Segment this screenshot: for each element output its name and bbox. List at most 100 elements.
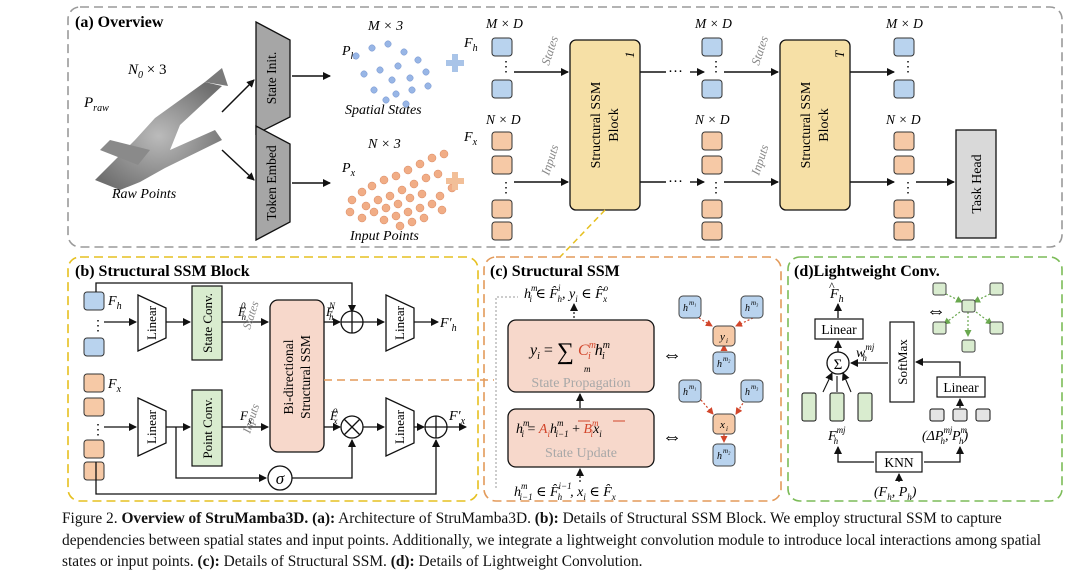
inputs-label-1: Inputs bbox=[538, 143, 561, 178]
d-knn-block bbox=[875, 451, 923, 473]
caption-a-tag: (a): bbox=[312, 510, 336, 527]
d-linear-top-label: Linear bbox=[821, 322, 857, 337]
dim-nd-1: N × D bbox=[485, 112, 521, 127]
plus-icon-states bbox=[446, 54, 464, 72]
ph-label: Ph bbox=[341, 44, 356, 62]
b-token-columns: ⋮⋮ bbox=[83, 291, 105, 481]
caption-b-text: Details of Structural SSM Block. We empl… bbox=[62, 510, 1042, 570]
state-init-block bbox=[255, 20, 291, 136]
airplane-point-cloud bbox=[95, 68, 228, 190]
d-sum-label: Σ bbox=[834, 357, 843, 373]
d-relative-positions bbox=[929, 408, 991, 422]
fxhat-label: Fx bbox=[239, 408, 252, 426]
d-linear-right bbox=[936, 376, 986, 398]
raw-points-label: Raw Points bbox=[111, 187, 177, 202]
dim-nd-3: N × D bbox=[885, 112, 921, 127]
b-fx-label: Fx bbox=[107, 377, 122, 395]
panel-c-border bbox=[483, 256, 782, 502]
token-embed-label: Token Embed bbox=[264, 145, 279, 220]
panel-c-title: (c) Structural SSM bbox=[490, 263, 620, 280]
dim-nd-2: N × D bbox=[694, 112, 730, 127]
figure-diagram: (a) Overview N0 × 3 Praw Raw Points Stat… bbox=[67, 6, 1063, 502]
panel-a-title: (a) Overview bbox=[75, 14, 164, 31]
svg-text:⋮: ⋮ bbox=[709, 60, 723, 75]
block-1-line2: Block bbox=[607, 108, 622, 141]
task-head-label: Task Head bbox=[970, 154, 985, 213]
caption-d-tag: (d): bbox=[390, 553, 415, 570]
dim-md-3: M × D bbox=[885, 16, 923, 31]
panel-d-border bbox=[787, 256, 1063, 502]
input-points-label: Input Points bbox=[349, 229, 419, 244]
sigma-label: σ bbox=[276, 469, 285, 488]
svg-text:⋮: ⋮ bbox=[901, 181, 915, 196]
b-linear-states-label: Linear bbox=[144, 305, 159, 340]
svg-text:⋮: ⋮ bbox=[499, 181, 513, 196]
bi-directional-ssm-block bbox=[269, 299, 325, 453]
svg-text:m₁: m₁ bbox=[689, 299, 697, 307]
svg-text:m₂: m₂ bbox=[723, 355, 731, 363]
caption-title: Overview of StruMamba3D. bbox=[121, 510, 309, 527]
d-local-graph bbox=[932, 282, 1004, 353]
svg-text:m₁: m₁ bbox=[689, 383, 697, 391]
state-update-label: State Update bbox=[545, 446, 617, 461]
block-1-line1: Structural SSM bbox=[589, 81, 604, 168]
d-linear-top bbox=[814, 318, 864, 340]
svg-text:⋮: ⋮ bbox=[709, 181, 723, 196]
block-t-index: T bbox=[832, 50, 847, 58]
caption-d-text: Details of Lightweight Convolution. bbox=[414, 553, 643, 570]
p-raw-label: Praw bbox=[83, 95, 109, 114]
svg-text:h: h bbox=[745, 387, 750, 398]
bi-ssm-line2: Structural SSM bbox=[298, 335, 313, 419]
fh-label: Fh bbox=[463, 36, 478, 54]
svg-text:h: h bbox=[683, 387, 688, 398]
state-conv-label: State Conv. bbox=[200, 293, 215, 353]
svg-text:⋮: ⋮ bbox=[499, 60, 513, 75]
svg-text:⋮: ⋮ bbox=[901, 60, 915, 75]
point-conv-label: Point Conv. bbox=[200, 397, 215, 458]
token-columns: ⋮ ⋮ ⋮ ⋮ ⋮ ⋮ bbox=[491, 37, 915, 241]
fx-label: Fx bbox=[463, 130, 478, 148]
c-equiv-arrow-top: ⇔ bbox=[662, 344, 682, 366]
svg-text:h: h bbox=[745, 303, 750, 314]
b-linear-inputs-out-label: Linear bbox=[392, 409, 407, 444]
d-softmax-label: SoftMax bbox=[895, 339, 910, 385]
b-linear-states-out bbox=[385, 293, 415, 353]
svg-text:i: i bbox=[726, 425, 728, 433]
state-propagation-box bbox=[507, 319, 655, 393]
svg-text:h: h bbox=[717, 451, 722, 462]
structural-ssm-block-1 bbox=[569, 39, 641, 211]
panel-b-title: (b) Structural SSM Block bbox=[75, 263, 250, 280]
svg-text:x: x bbox=[719, 419, 725, 431]
structural-ssm-block-t bbox=[779, 39, 851, 211]
raw-dim-label: N0 × 3 bbox=[127, 62, 166, 81]
dim-md-2: M × D bbox=[694, 16, 732, 31]
svg-text:h: h bbox=[683, 303, 688, 314]
svg-text:m₃: m₃ bbox=[751, 299, 759, 307]
bi-ssm-line1: Bi-directional bbox=[281, 339, 296, 414]
d-equiv-arrow: ⇔ bbox=[926, 300, 946, 322]
states-label-1: States bbox=[539, 34, 562, 67]
dim-md-1: M × D bbox=[485, 16, 523, 31]
state-propagation-label: State Propagation bbox=[531, 376, 630, 391]
spatial-states-label: Spatial States bbox=[345, 103, 422, 118]
svg-text:m₃: m₃ bbox=[751, 383, 759, 391]
d-softmax-block bbox=[889, 321, 915, 403]
add-circle-inputs bbox=[424, 415, 448, 439]
d-input-label: (Fh, Ph) bbox=[874, 485, 917, 502]
px-label: Px bbox=[341, 161, 356, 179]
d-linear-right-label: Linear bbox=[943, 380, 979, 395]
states-label-2: States bbox=[749, 34, 772, 67]
block-1-index: 1 bbox=[622, 52, 637, 59]
ellipsis-inputs-1: ··· bbox=[668, 174, 683, 190]
b-linear-inputs-out bbox=[385, 396, 415, 458]
b-linear-states-out-label: Linear bbox=[392, 305, 407, 340]
caption-fig-number: Figure 2. bbox=[62, 510, 118, 527]
